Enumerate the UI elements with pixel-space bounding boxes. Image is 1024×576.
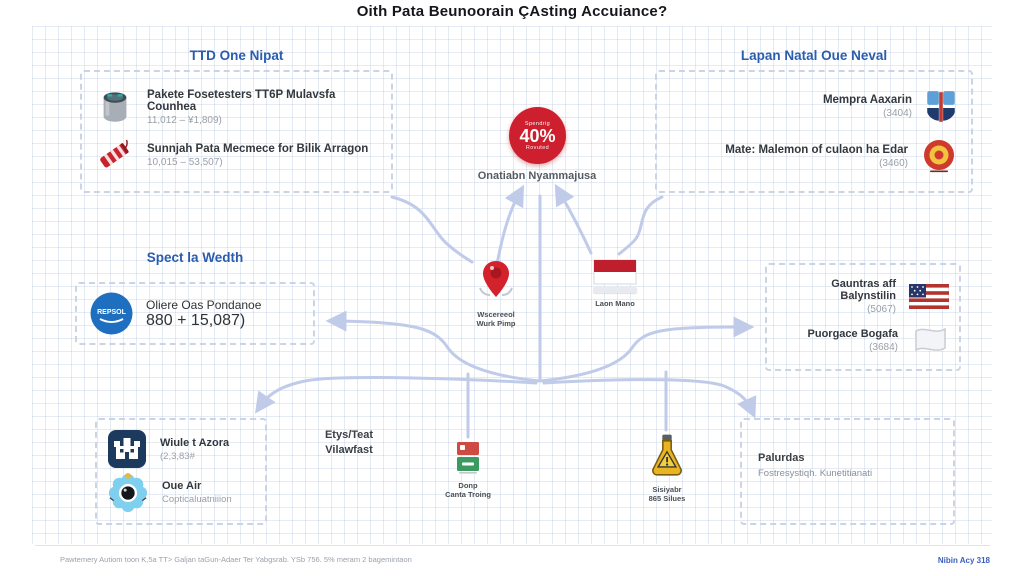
- section-title-left-mid: Spect la Wedth: [146, 250, 244, 265]
- item-subtitle: (5067): [867, 303, 896, 315]
- item-title: Oue Air: [162, 480, 202, 493]
- top-right-box: Mempra Aaxarin (3404) Mate: Malemon of c…: [655, 70, 973, 193]
- roundel-icon: [921, 138, 957, 174]
- item-subtitle: (3460): [879, 157, 908, 169]
- list-item: Oue Air Copticaluatniiion: [107, 472, 255, 514]
- item-title: Puorgace Bogafa: [807, 327, 898, 340]
- item-subtitle: (3404): [883, 108, 912, 120]
- item-title: Palurdas: [758, 452, 805, 464]
- dynamite-icon: [96, 136, 134, 174]
- footer-divider: [35, 545, 990, 546]
- item-title: Pakete Fosetesters TT6P Mulavsfa Counhea: [147, 89, 336, 114]
- list-item: Sunnjah Pata Mecmece for Bilik Arragon 1…: [96, 136, 377, 174]
- node-caption: 865 Silues: [648, 494, 686, 503]
- white-flag-icon: [911, 324, 949, 356]
- node-caption: Wscereeol: [477, 310, 515, 319]
- node-caption: Laon Mano: [595, 299, 635, 308]
- flag-node: Laon Mano: [574, 259, 656, 308]
- free-text-line: Etys/Teat: [324, 429, 374, 441]
- item-subtitle: (2,3,83#: [160, 450, 195, 462]
- item-subtitle: Fostresystiqh. Kunetitianati: [758, 468, 873, 479]
- node-caption: Canta Troing: [445, 490, 491, 499]
- flask-node: Sisiyabr 865 Silues: [630, 433, 704, 503]
- footer-link[interactable]: Nibin Acy 318: [937, 556, 990, 565]
- item-title: Wiule t Azora: [160, 436, 230, 449]
- badge-caption: Onatiabn Nyammajusa: [477, 170, 597, 182]
- red-green-card-icon: [455, 441, 481, 475]
- item-title: Mempra Aaxarin: [822, 94, 912, 107]
- item-subtitle: 880 + 15,087): [146, 311, 246, 329]
- item-title: Mate: Malemon of culaon ha Edar: [725, 143, 908, 156]
- building-icon: [107, 429, 147, 469]
- node-caption: Donp: [458, 481, 478, 490]
- left-mid-box: REPSOL Oliere Oas Pondanoe 880 + 15,087): [75, 282, 315, 345]
- item-subtitle: Copticaluatniiion: [162, 494, 232, 506]
- list-item: Mate: Malemon of culaon ha Edar (3460): [671, 138, 957, 174]
- discount-badge: Spendrig 40% Rovuted: [509, 107, 566, 164]
- badge-top-label: Spendrig: [524, 120, 551, 127]
- footer-note: Pawtemery Autiom toon K,5a TT> Galjan ta…: [60, 555, 412, 564]
- node-caption: Wurk Pimp: [476, 319, 516, 328]
- bottom-right-box: Palurdas Fostresystiqh. Kunetitianati: [740, 418, 955, 525]
- grid-canvas: [32, 26, 992, 544]
- list-item: Mempra Aaxarin (3404): [671, 89, 957, 125]
- blue-wordmark-logo: REPSOL: [89, 291, 134, 336]
- map-pin-node: Wscereeol Wurk Pimp: [461, 256, 531, 328]
- section-title-top-left: TTD One Nipat: [189, 48, 284, 63]
- bottom-left-box: Wiule t Azora (2,3,83# Oue Air: [95, 418, 267, 525]
- item-title: Sunnjah Pata Mecmece for Bilik Arragon: [147, 142, 369, 155]
- badge-bottom-label: Rovuted: [525, 144, 550, 151]
- page-title: Oith Pata Beunoorain ÇAsting Accuiance?: [356, 3, 668, 20]
- us-flag-icon: [909, 283, 949, 309]
- item-subtitle: (3684): [869, 341, 898, 353]
- badge-value: 40%: [519, 125, 556, 146]
- flag-stand: [593, 287, 637, 293]
- free-text-line: Vilawfast: [325, 444, 373, 456]
- item-subtitle: 10,015 – 53,507): [147, 156, 223, 168]
- list-item: Puorgace Bogafa (3684): [777, 324, 949, 356]
- item-title: Oliere Oas Pondanoe: [146, 297, 262, 312]
- item-title: Gauntras aff Balynstilin: [831, 277, 896, 302]
- indonesia-flag-icon: [593, 259, 637, 285]
- node-caption: Sisiyabr: [652, 485, 682, 494]
- database-cylinder-icon: [96, 89, 134, 127]
- right-mid-box: Gauntras aff Balynstilin (5067) Puorgace…: [765, 263, 961, 371]
- item-subtitle: 11,012 – ¥1,809): [147, 115, 222, 127]
- list-item: Wiule t Azora (2,3,83#: [107, 429, 255, 469]
- aperture-icon: [107, 472, 149, 514]
- free-text-label: Etys/Teat Vilawfast: [293, 428, 405, 458]
- card-node: Donp Canta Troing: [435, 441, 501, 499]
- warning-flask-icon: [647, 433, 687, 479]
- section-title-top-right: Lapan Natal Oue Neval: [740, 48, 888, 63]
- map-pin-icon: [476, 256, 516, 304]
- list-item: Pakete Fosetesters TT6P Mulavsfa Counhea…: [96, 89, 377, 127]
- list-item: Gauntras aff Balynstilin (5067): [777, 278, 949, 315]
- crest-emblem-icon: [925, 89, 957, 125]
- top-left-box: Pakete Fosetesters TT6P Mulavsfa Counhea…: [80, 70, 393, 193]
- logo-text: REPSOL: [97, 309, 127, 316]
